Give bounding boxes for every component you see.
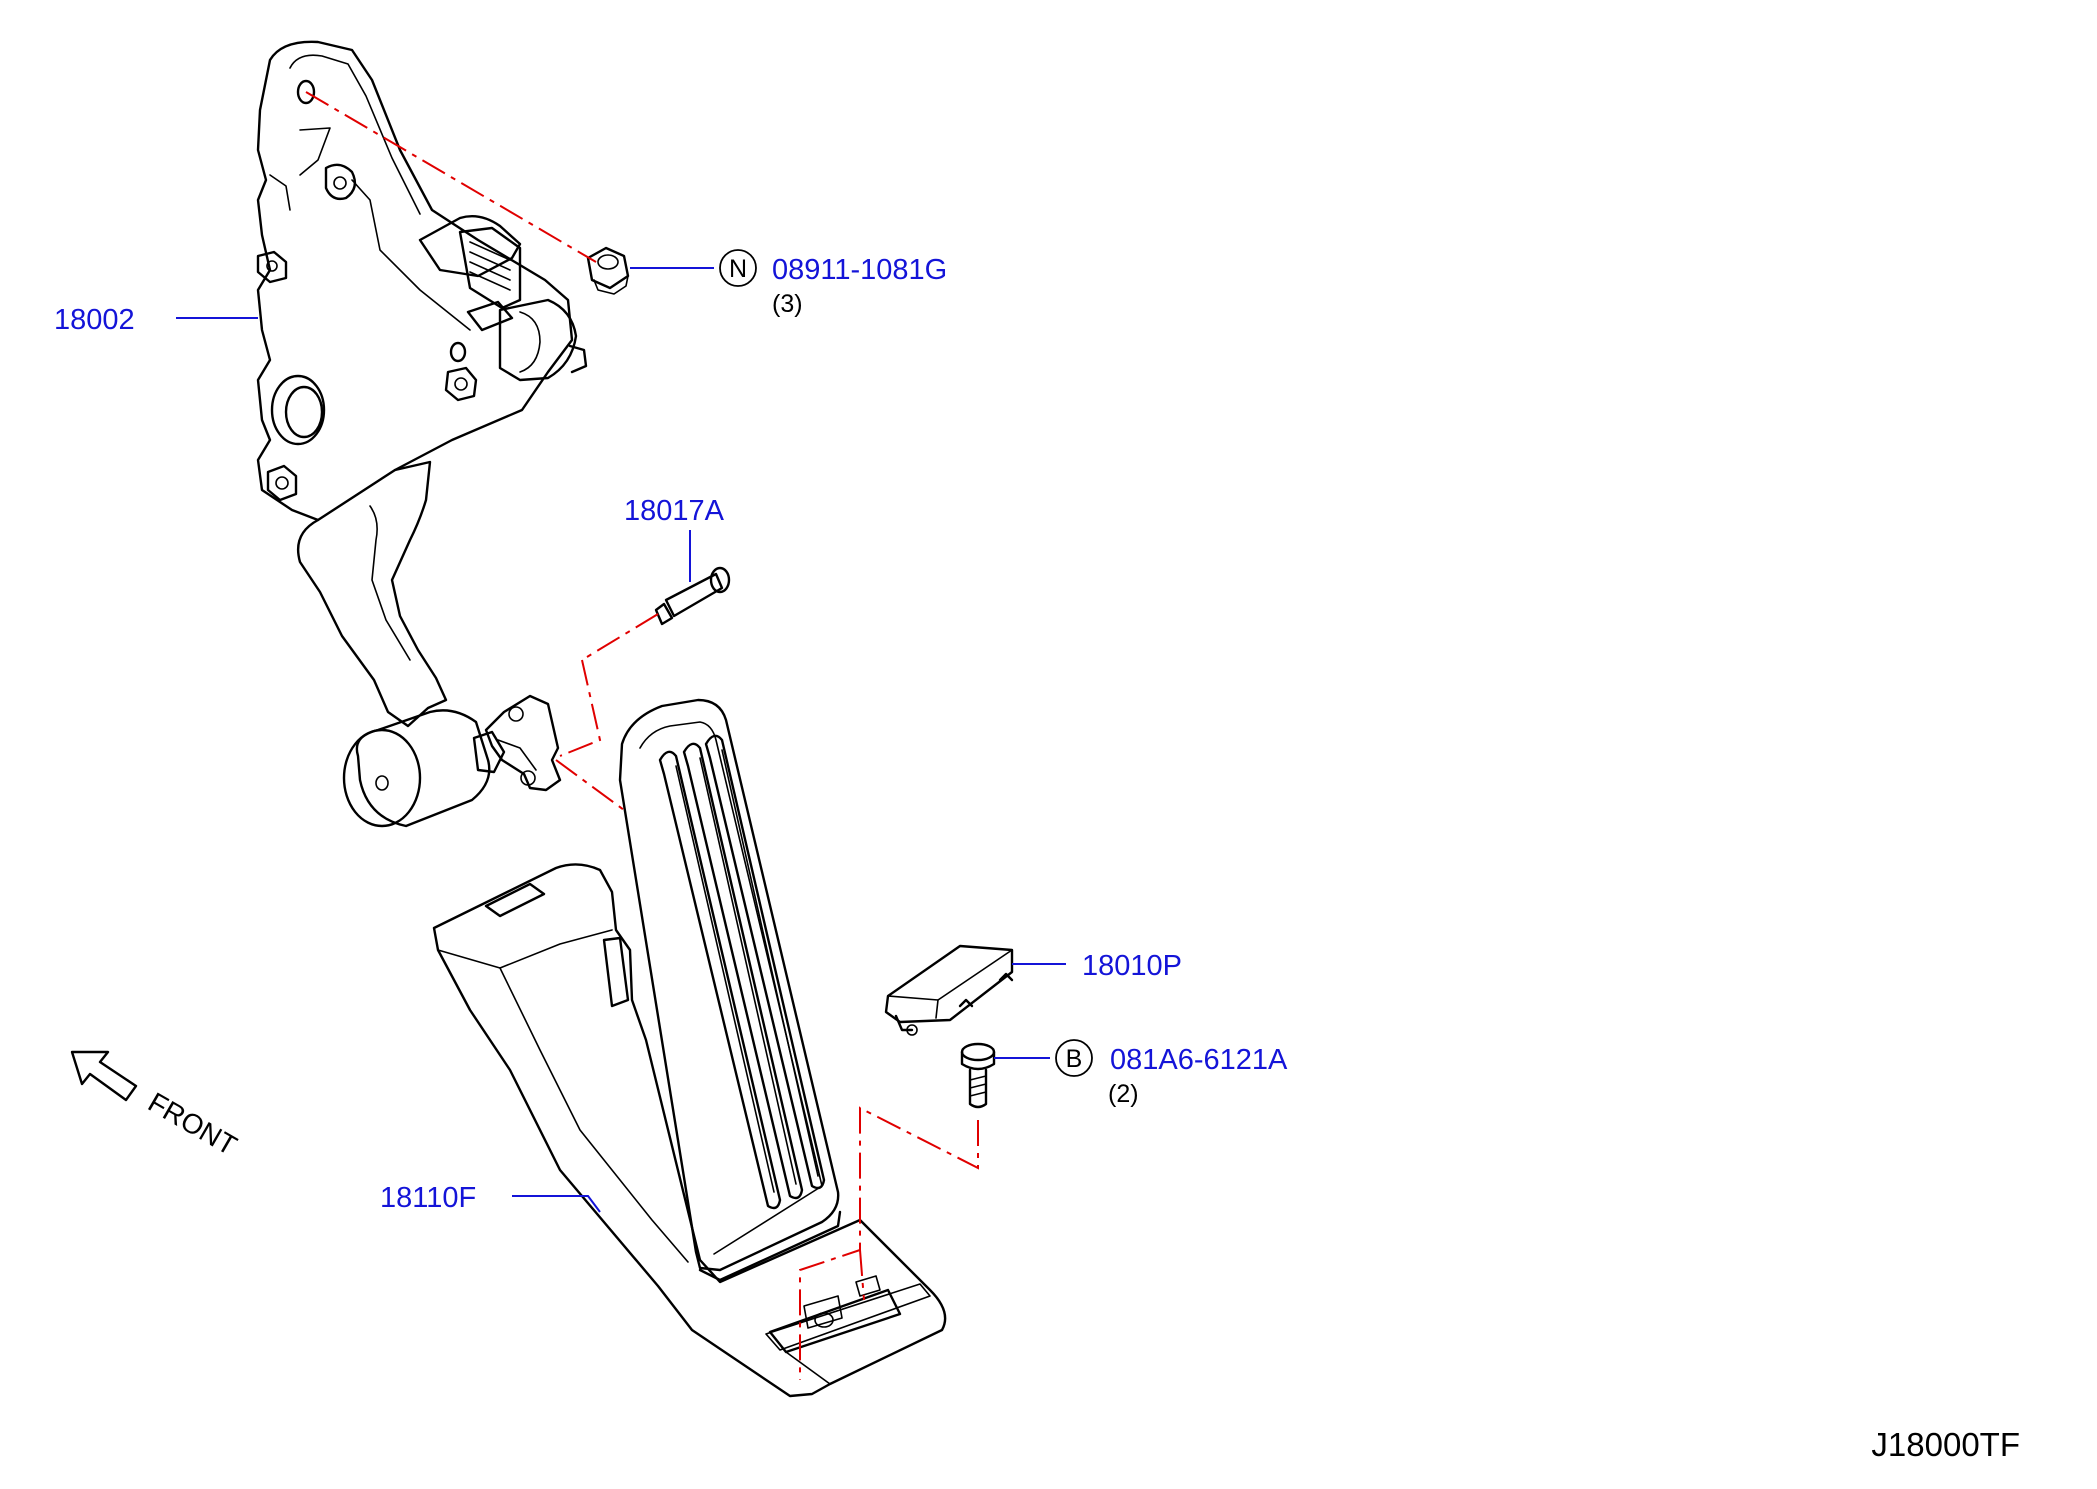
front-arrow-icon: [70, 1050, 138, 1102]
bolt-symbol: B: [1066, 1045, 1083, 1073]
callout-18110F[interactable]: 18110F: [380, 1182, 476, 1214]
bolt-drawing: [960, 1042, 996, 1109]
leader-lines: [176, 267, 1066, 1213]
nut-symbol: N: [729, 255, 747, 283]
callout-labels: 18002 08911-1081G (3) 18017A 18010P 081A…: [54, 254, 1288, 1214]
callout-18002[interactable]: 18002: [54, 304, 135, 336]
callout-18010P[interactable]: 18010P: [1082, 950, 1182, 982]
nut-quantity: (3): [772, 290, 803, 318]
alignment-lines: [305, 91, 979, 1380]
nut-symbol-circle: [719, 249, 757, 287]
stopper-drawing: [884, 944, 1014, 1036]
bolt-quantity: (2): [1108, 1080, 1139, 1108]
symbol-circles: N B: [719, 249, 1093, 1077]
nut-drawing: [586, 246, 630, 295]
callout-08911-1081G[interactable]: 08911-1081G: [772, 254, 947, 286]
callout-081A6-6121A[interactable]: 081A6-6121A: [1110, 1044, 1288, 1076]
pedal-bracket-drawing: [256, 40, 588, 828]
pin-drawing: [654, 566, 731, 626]
front-label: FRONT: [143, 1086, 242, 1161]
bolt-symbol-circle: [1055, 1039, 1093, 1077]
callout-18017A[interactable]: 18017A: [624, 495, 725, 527]
front-direction-indicator: FRONT: [70, 1050, 242, 1161]
diagram-code: J18000TF: [1871, 1426, 2020, 1463]
pedal-pad-drawing: [432, 698, 947, 1398]
